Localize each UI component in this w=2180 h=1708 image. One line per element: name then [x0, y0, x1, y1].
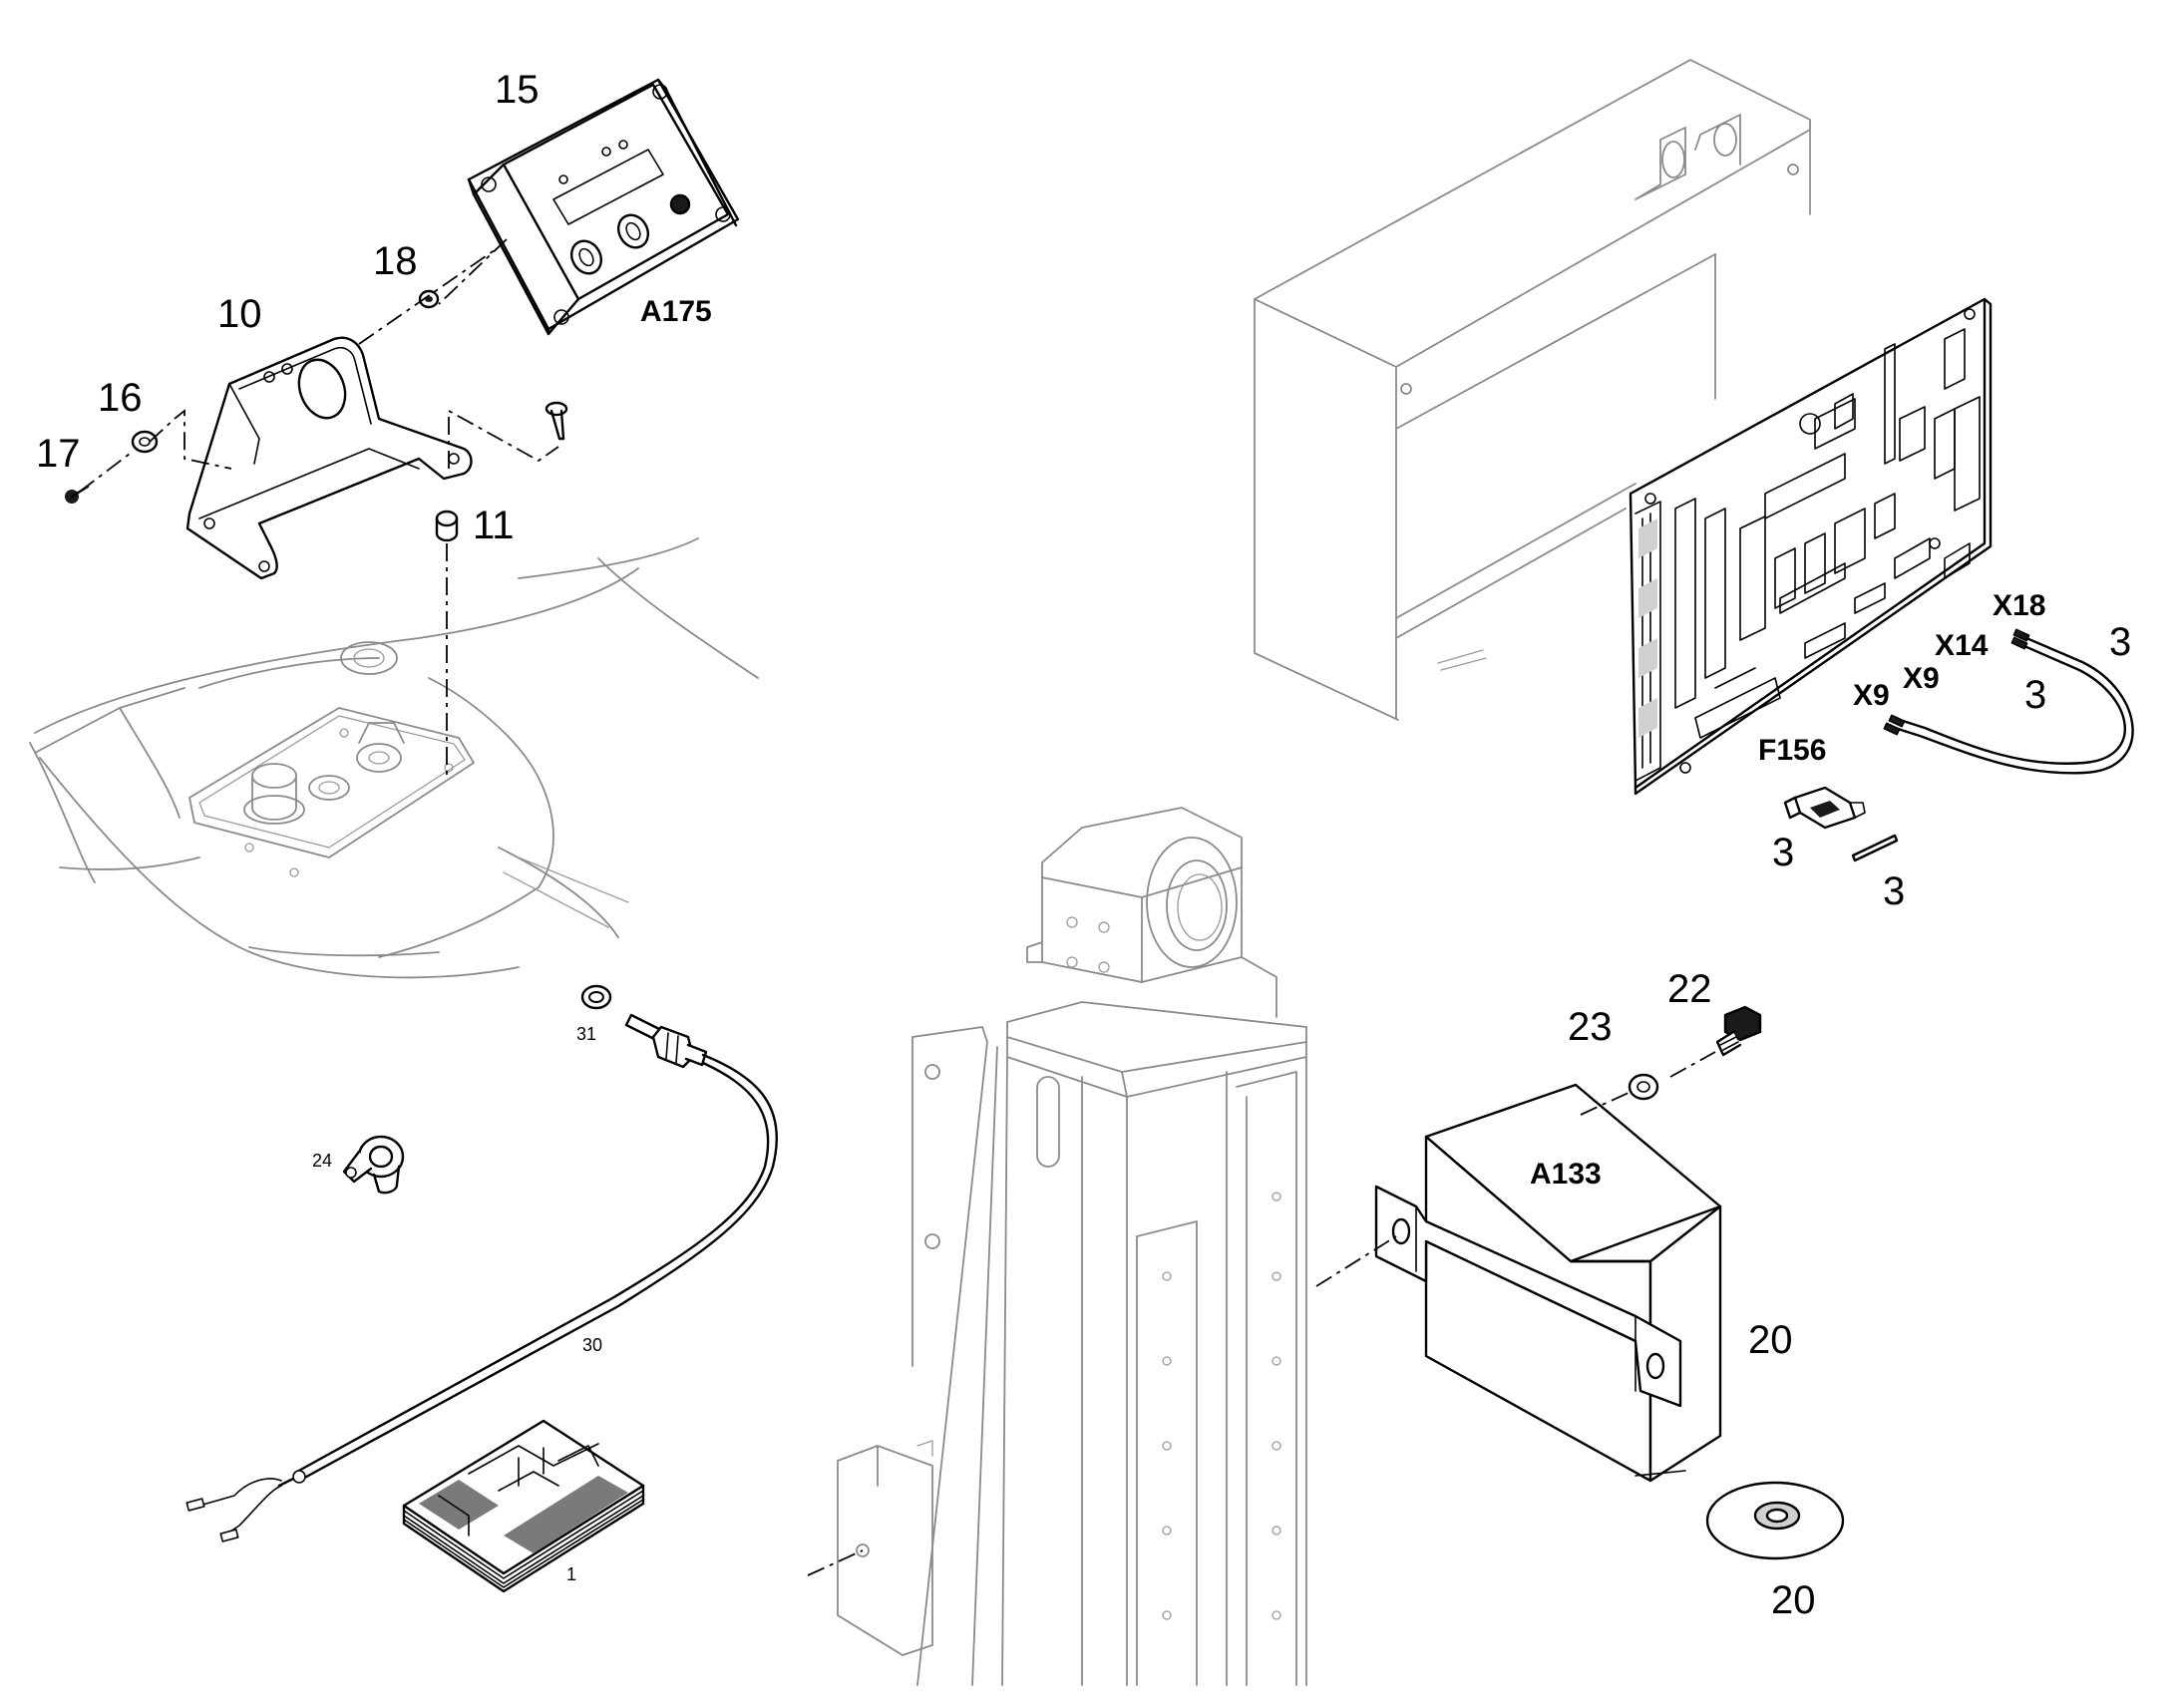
label-x9-lower: X9 [1853, 679, 1890, 712]
sensor-cable-30 [185, 984, 779, 1542]
label-a133: A133 [1530, 1158, 1602, 1191]
label-f156: F156 [1758, 734, 1826, 767]
electrical-cabinet [1254, 59, 1811, 721]
label-part-20-disc: 20 [1771, 1578, 1816, 1622]
spacer-11 [435, 510, 459, 542]
label-part-3-fuse: 3 [1772, 831, 1794, 874]
fuse-link [1851, 834, 1899, 862]
label-part-31: 31 [576, 1024, 596, 1044]
designator-labels: A175 A133 X18 X14 X9 X9 F156 [640, 295, 2045, 1191]
label-part-24: 24 [312, 1151, 332, 1171]
disc-20 [1705, 1481, 1845, 1560]
label-part-1: 1 [566, 1564, 576, 1584]
label-part-11: 11 [473, 504, 515, 547]
display-unit-a175 [467, 78, 740, 336]
mast-column [807, 807, 1307, 1686]
label-a175: A175 [640, 295, 712, 328]
mounting-bracket-10 [185, 336, 473, 580]
label-part-3-x14: 3 [2024, 673, 2046, 717]
label-part-3-x18: 3 [2109, 620, 2131, 664]
mounting-strap-20 [1315, 1185, 1682, 1408]
label-x18: X18 [1993, 589, 2045, 622]
part-labels: 15 18 10 16 17 11 31 24 30 1 3 3 3 3 22 … [36, 68, 2131, 1622]
circuit-board [1629, 297, 1993, 796]
documentation-1 [402, 1419, 645, 1593]
label-part-30: 30 [582, 1335, 602, 1355]
label-part-3-link: 3 [1883, 869, 1905, 913]
fasteners-top-left [65, 238, 568, 778]
board-connectors-left [1635, 501, 1661, 782]
label-x14: X14 [1935, 629, 1989, 662]
control-box-a133 [1424, 1083, 1722, 1483]
bolt-22 [1715, 1005, 1762, 1057]
label-part-18: 18 [373, 239, 418, 283]
label-part-22: 22 [1667, 967, 1712, 1011]
label-part-20-strap: 20 [1748, 1318, 1793, 1362]
jumper-wires [1883, 628, 2134, 775]
operator-console-background [29, 537, 759, 979]
label-part-10: 10 [217, 292, 262, 336]
label-part-16: 16 [98, 376, 143, 420]
screw-bracket [545, 401, 568, 441]
cable-clamp-24 [342, 1135, 405, 1195]
label-part-23: 23 [1568, 1005, 1613, 1049]
label-part-17: 17 [36, 432, 81, 476]
washer-23 [1580, 1051, 1716, 1116]
washer-16 [131, 430, 159, 454]
label-part-15: 15 [495, 68, 540, 112]
fuse-f156 [1783, 786, 1866, 830]
label-x9-upper: X9 [1903, 662, 1940, 695]
